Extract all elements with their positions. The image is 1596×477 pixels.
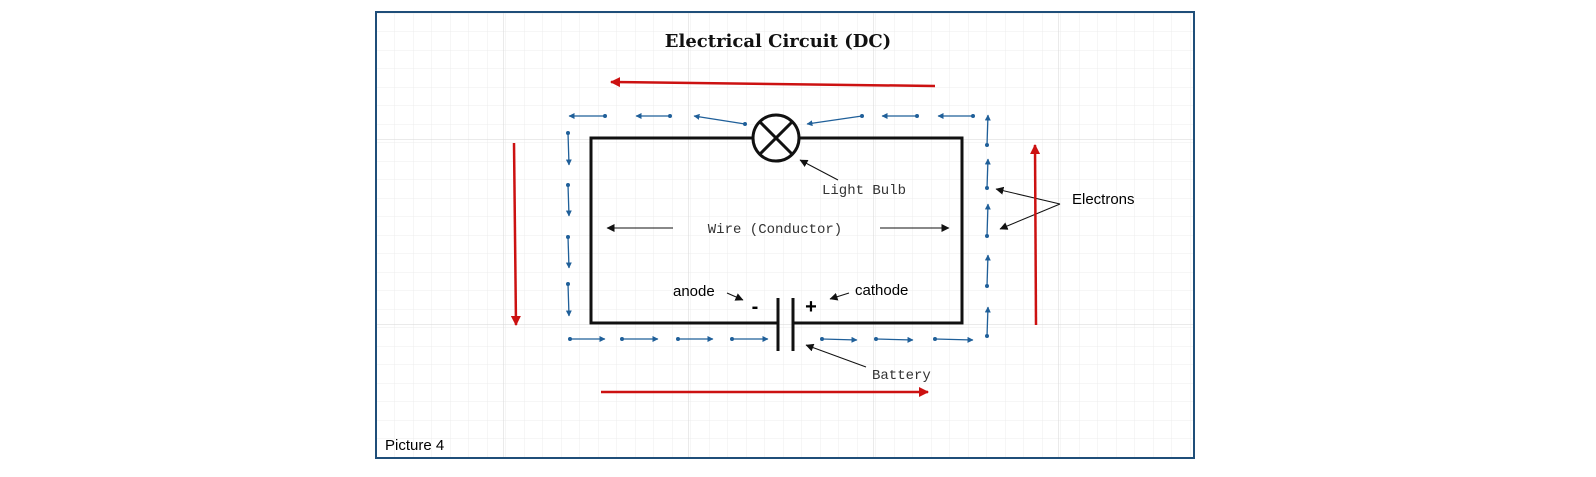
circuit-wire [589,136,964,325]
electron-arrow [881,113,919,119]
anode-pointer [726,292,744,301]
electron-arrow-shaft [934,336,974,343]
electron-dot [603,114,607,118]
wire-left-path [589,136,778,325]
electron-arrow [984,158,991,190]
electron-arrow [730,336,769,342]
electron-arrow [565,131,572,166]
electrons-pointer-upper [995,186,1061,205]
electron-arrow-shaft [693,113,746,125]
electron-dot [874,337,878,341]
light-bulb-pointer [799,159,839,181]
electron-dot [566,235,570,239]
electron-dot [971,114,975,118]
electron-arrow-shaft [984,254,991,287]
electron-arrow [984,306,991,338]
electron-dot [566,282,570,286]
electron-arrow [933,336,974,343]
electron-arrow [568,336,606,342]
battery-plus-sign: + [805,296,817,318]
electron-arrow [676,336,714,342]
electron-dot [568,337,572,341]
electron-arrow [984,254,991,288]
electron-arrow-shaft [565,184,572,217]
current-arrows [510,77,1041,397]
electron-arrow-shaft [984,203,991,237]
picture-label: Picture 4 [385,437,444,454]
light-bulb-label: Light Bulb [822,183,906,199]
electron-arrow [620,336,659,342]
electron-dot [566,183,570,187]
electron-arrow [635,113,672,119]
grid-major [376,12,1194,458]
electron-arrow [568,113,607,119]
electron-arrow [565,183,572,217]
electron-dot [860,114,864,118]
electron-arrow-shaft [984,306,991,337]
electron-arrow-shaft [984,158,991,189]
electron-dot [676,337,680,341]
electron-dot [668,114,672,118]
electron-dot [985,334,989,338]
electron-arrow [984,203,991,238]
electron-arrow [693,113,747,126]
wire-right-path [793,136,964,325]
electron-dot [985,284,989,288]
cathode-label: cathode [855,282,908,299]
electron-arrow-shaft [565,236,572,269]
electron-arrow [806,114,864,127]
electron-arrow [937,113,975,119]
electron-dot [915,114,919,118]
electron-dot [620,337,624,341]
light-bulb-icon [751,113,801,163]
electron-arrow [565,235,572,269]
electron-arrows [565,113,991,343]
page-title: Electrical Circuit (DC) [665,31,891,52]
electron-dot [985,234,989,238]
electron-arrow [874,336,914,343]
electron-arrow [984,114,991,147]
electrons-pointer-lower [999,203,1061,230]
cathode-pointer [829,292,850,301]
electron-arrow [820,336,858,343]
electron-dot [820,337,824,341]
electron-arrow-shaft [984,114,991,146]
electron-arrow-shaft [565,283,572,317]
electrons-label: Electrons [1072,191,1135,208]
electron-arrow-shaft [565,132,572,166]
electron-dot [985,143,989,147]
battery-minus-sign: - [752,296,759,318]
current-arrow-top [610,77,936,88]
electron-dot [730,337,734,341]
frame-border [375,11,1195,459]
electron-arrow-shaft [821,336,858,343]
anode-label: anode [673,283,715,300]
current-arrow-left [510,142,521,326]
electron-dot [985,186,989,190]
electron-arrow [565,282,572,317]
electron-dot [933,337,937,341]
electron-dot [743,122,747,126]
battery-label: Battery [872,368,931,384]
current-arrow-right [1030,144,1041,326]
wire-label: Wire (Conductor) [708,222,842,238]
electron-dot [566,131,570,135]
battery-icon [776,298,795,351]
battery-pointer [805,343,867,368]
electron-arrow-shaft [875,336,914,343]
electron-arrow-shaft [806,115,863,127]
